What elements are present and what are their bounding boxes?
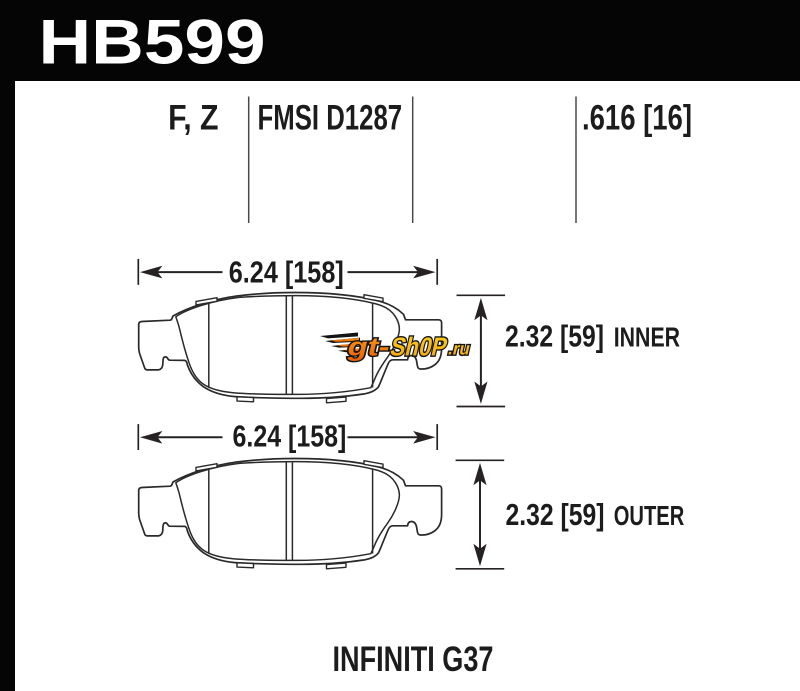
svg-text:OUTER: OUTER <box>614 500 685 531</box>
svg-text:2.32 [59]: 2.32 [59] <box>506 498 605 532</box>
svg-text:.616 [16]: .616 [16] <box>582 99 692 138</box>
svg-text:HB599: HB599 <box>39 8 266 78</box>
svg-text:.ru: .ru <box>446 339 472 359</box>
svg-text:FMSI D1287: FMSI D1287 <box>258 99 403 138</box>
svg-text:INFINITI G37: INFINITI G37 <box>333 640 494 679</box>
svg-text:2.32 [59]: 2.32 [59] <box>505 319 604 353</box>
svg-text:6.24 [158]: 6.24 [158] <box>233 419 347 453</box>
svg-text:Sh0P: Sh0P <box>388 332 451 362</box>
svg-text:gt-: gt- <box>345 332 394 362</box>
svg-text:6.24 [158]: 6.24 [158] <box>229 256 344 290</box>
svg-text:F, Z: F, Z <box>168 99 218 138</box>
svg-text:INNER: INNER <box>614 321 680 352</box>
